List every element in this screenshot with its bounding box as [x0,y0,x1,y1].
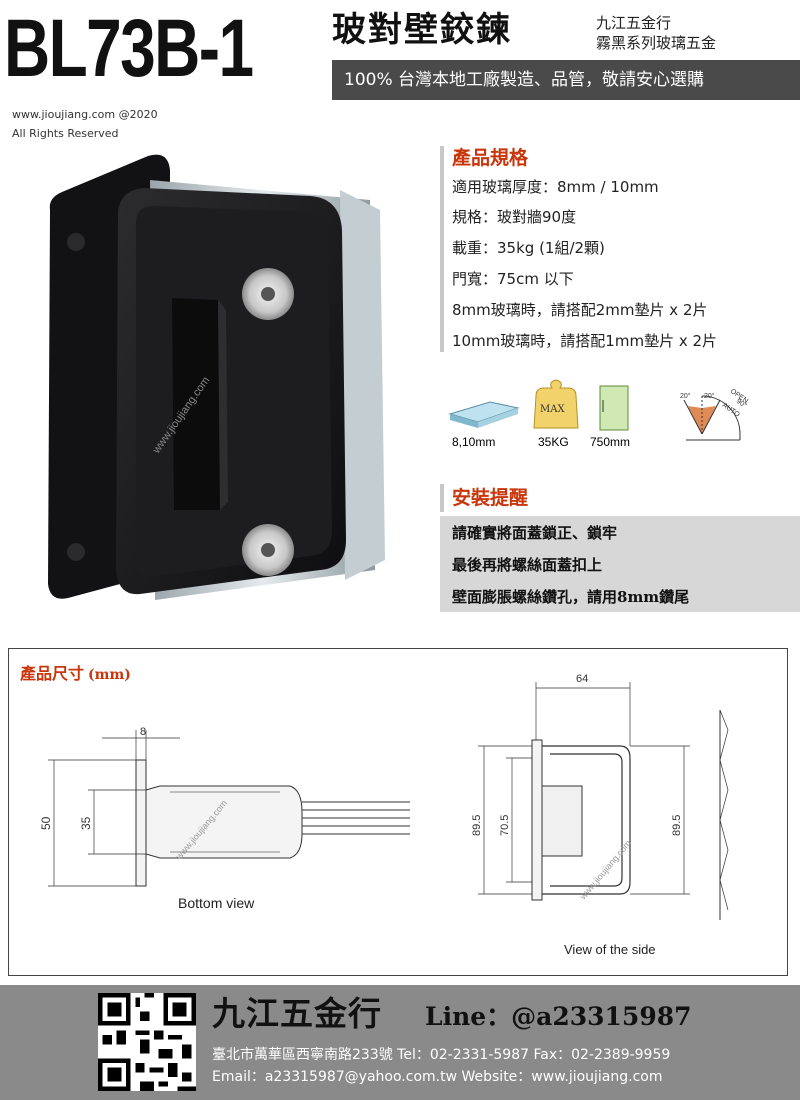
dimension-drawings: 8 50 35 Bottom view www.jioujiang.com 64… [39,673,729,957]
side-dim-left: 89.5 [471,815,483,836]
spec-10mm-shim: 10mm玻璃時，請搭配1mm墊片 x 2片 [452,332,718,350]
install-step-1: 請確實將面蓋鎖正、鎖牢 [452,524,618,542]
swing-angle-icon [683,395,741,441]
dimensions-box [8,648,788,976]
rights-text: All Rights Reserved [12,127,119,140]
website-copyright: www.jioujiang.com @2020 [12,108,158,121]
brand-name: 九江五金行 [596,14,672,32]
weight-icon [533,379,579,429]
footer-line-id: Line：@a23315987 [425,1002,692,1031]
side-dim-right: 89.5 [671,815,683,836]
glass-thickness-icon [448,401,520,428]
bottom-dim-inner: 35 [79,816,93,830]
weight-label: 35KG [538,435,569,449]
install-step-2: 最後再將螺絲面蓋扣上 [452,556,603,574]
spec-load: 載重：35kg (1組/2顆) [452,239,605,257]
install-step-3: 壁面膨脹螺絲鑽孔，請用8mm鑽尾 [452,588,690,606]
product-name: 玻對壁鉸鍊 [332,10,512,50]
brand-series: 霧黑系列玻璃五金 [596,34,717,52]
spec-accent-bar [440,146,444,352]
side-dim-inner: 70.5 [499,815,511,836]
angle-left-label: 20° [680,392,691,400]
door-width-icon [599,385,629,431]
weight-max-badge: MAX [540,404,565,415]
angle-right-label: 20° [704,392,715,400]
slogan-bar [332,60,800,100]
side-view-label: View of the side [564,942,656,957]
footer-email-website: Email：a23315987@yahoo.com.tw Website：www… [212,1069,663,1085]
install-box [440,516,800,612]
glass-thickness-label: 8,10mm [452,435,495,449]
dimensions-title: 產品尺寸(mm) [20,664,131,683]
side-view-drawing [478,682,729,920]
footer-address-phone: 臺北市萬華區西寧南路233號 Tel：02-2331-5987 Fax：02-2… [212,1047,671,1063]
install-title: 安裝提醒 [452,487,529,509]
spec-8mm-shim: 8mm玻璃時，請搭配2mm墊片 x 2片 [452,301,708,319]
spec-door-width: 門寬：75cm 以下 [452,270,574,288]
qr-code-icon [98,993,196,1091]
bottom-dim-height: 50 [39,816,53,830]
bottom-view-label: Bottom view [178,895,255,911]
spec-title: 產品規格 [452,147,529,169]
hinge-product-image: www.jioujiang.com [48,154,385,600]
slogan-text: 100% 台灣本地工廠製造、品管，敬請安心選購 [344,70,705,90]
spec-type: 規格：玻對牆90度 [452,208,577,226]
install-accent-bar [440,484,444,512]
spec-glass-thickness: 適用玻璃厚度：8mm / 10mm [452,178,659,196]
model-number: BL73B-1 [4,3,254,94]
door-width-label: 750mm [590,435,630,449]
bottom-dim-plate: 8 [140,726,146,738]
bottom-view-drawing [48,730,410,887]
spec-icons: 8,10mm MAX 35KG 750mm 20° 20° OPEN 90° A… [448,379,749,449]
side-dim-width: 64 [576,673,588,685]
footer-company: 九江五金行 [212,994,382,1033]
